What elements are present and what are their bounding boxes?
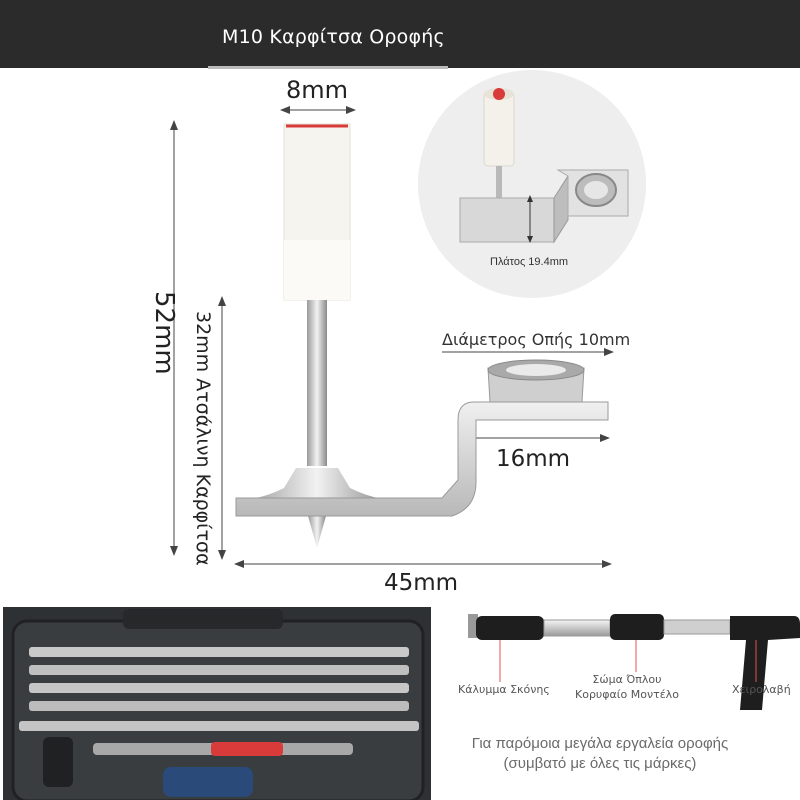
compatibility-line2: (συμβατό με όλες τις μάρκες) [503, 755, 697, 772]
header-underline [208, 66, 448, 69]
nail-length-label: 32mm Ατσάλινη Καρφίτσα [192, 311, 214, 566]
case-rod-4 [29, 701, 409, 711]
length-45mm-label: 45mm [384, 570, 459, 596]
nail-shank [307, 300, 327, 466]
gun-body-line2: Κορυφαίο Μοντέλο [575, 688, 679, 701]
compatibility-note: Για παρόμοια μεγάλα εργαλεία οροφής (συμ… [450, 734, 750, 774]
case-rod-3 [29, 683, 409, 693]
gun-handle [730, 616, 800, 710]
inset-detail-circle [418, 70, 646, 298]
dust-cover-label: Κάλυμμα Σκόνης [458, 683, 550, 696]
inset-detail-illustration [459, 88, 629, 244]
tool-case-photo [3, 607, 431, 800]
nail-gun-illustration [468, 614, 800, 710]
inset-red-tip [493, 88, 505, 100]
case-rod-5 [19, 721, 419, 731]
handle-label: Χειρολαβή [732, 683, 791, 696]
inset-width-caption: Πλάτος 19.4mm [490, 256, 569, 268]
compatibility-line1: Για παρόμοια μεγάλα εργαλεία οροφής [471, 735, 729, 752]
width-8mm-label: 8mm [286, 76, 349, 104]
inset-nail-shank [496, 166, 502, 208]
width-16mm-label: 16mm [496, 446, 571, 472]
gun-body-line1: Σώμα Όπλου [592, 673, 662, 686]
page-title: M10 Καρφίτσα Οροφής [222, 26, 445, 48]
case-red-sleeve [211, 742, 283, 756]
nail-washer [244, 468, 390, 500]
gun-body-grip [610, 614, 664, 640]
nail-tip [308, 516, 326, 548]
header-bar: M10 Καρφίτσα Οροφής [0, 0, 800, 69]
case-rod-1 [29, 647, 409, 657]
hole-diameter-label: Διάμετρος Οπής 10mm [442, 330, 631, 349]
case-rod-2 [29, 665, 409, 675]
pin-illustration [170, 106, 614, 568]
gun-dust-cover [476, 616, 544, 640]
bracket [235, 401, 609, 517]
height-52mm-label: 52mm [149, 291, 179, 375]
gun-body-label: Σώμα Όπλου Κορυφαίο Μοντέλο [575, 672, 679, 702]
tool-case-illustration [3, 607, 431, 800]
